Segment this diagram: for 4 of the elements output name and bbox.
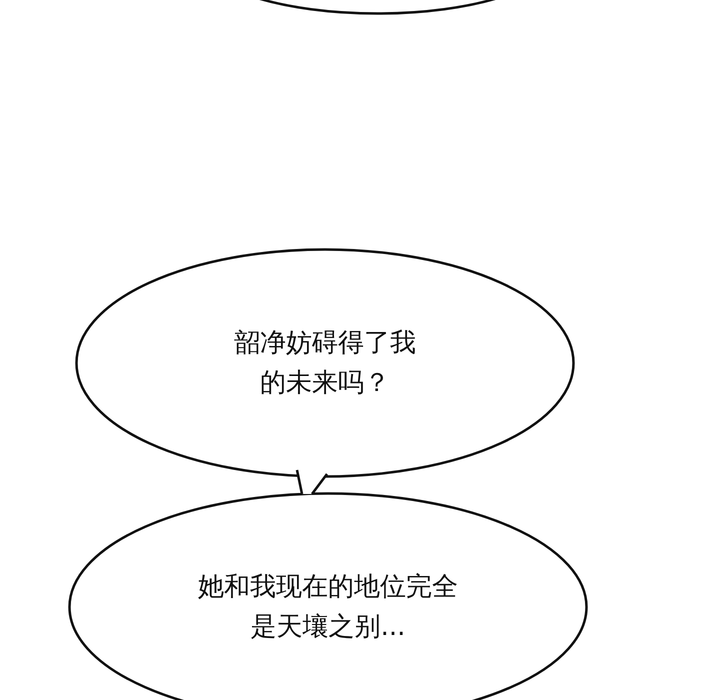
speech-text: 韶净妨碍得了我的未来吗？ (233, 327, 417, 400)
speech-bubble (75, 248, 575, 478)
speech-bubble (68, 492, 588, 700)
speech-text: 她和我现在的地位完全是天壤之别... (198, 571, 458, 644)
